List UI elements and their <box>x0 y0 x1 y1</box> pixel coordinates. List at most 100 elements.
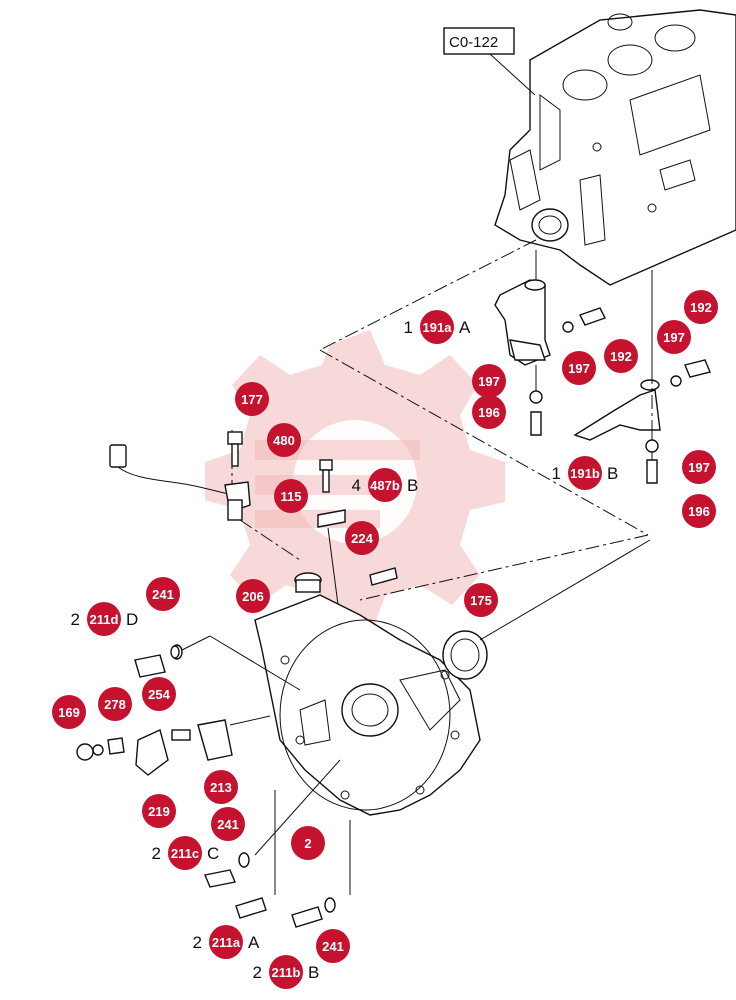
callout-197-b[interactable]: 197 <box>562 351 596 385</box>
callout-278[interactable]: 278 <box>98 687 132 721</box>
callout-prefix: 2 <box>152 844 161 863</box>
callout-badge <box>682 494 716 528</box>
callout-suffix: C <box>207 844 219 863</box>
watermark-logo <box>205 330 505 632</box>
callout-196-a[interactable]: 196 <box>472 395 506 429</box>
callout-badge <box>267 423 301 457</box>
callout-487b[interactable]: 4 487b B <box>352 468 419 502</box>
callout-badge <box>204 770 238 804</box>
callout-suffix: B <box>607 464 618 483</box>
callout-191a[interactable]: 1 191a A <box>404 310 471 344</box>
bracket-fasteners <box>529 307 711 484</box>
callout-number: 206 <box>242 589 264 604</box>
flywheel-housing <box>254 594 481 816</box>
callout-number: 241 <box>217 817 239 832</box>
callout-197-c[interactable]: 197 <box>657 320 691 354</box>
callout-prefix: 2 <box>193 933 202 952</box>
callout-prefix: 4 <box>352 476 361 495</box>
callout-211c[interactable]: 2 211c C <box>152 836 220 870</box>
callout-badge <box>562 351 596 385</box>
callout-badge <box>684 290 718 324</box>
callout-number: 211b <box>272 965 301 980</box>
engine-block <box>494 9 736 286</box>
callout-175[interactable]: 175 <box>464 583 498 617</box>
callout-241-b[interactable]: 241 <box>211 807 245 841</box>
callout-suffix: B <box>308 963 319 982</box>
callout-219[interactable]: 219 <box>142 794 176 828</box>
callout-number: 487b <box>370 478 400 493</box>
callout-213[interactable]: 213 <box>204 770 238 804</box>
callout-number: 196 <box>688 504 710 519</box>
callout-badge <box>142 794 176 828</box>
reference-box-label: C0-122 <box>449 34 498 51</box>
callout-number: 213 <box>210 780 232 795</box>
callout-241-a[interactable]: 241 <box>146 577 180 611</box>
callout-192-top[interactable]: 192 <box>684 290 718 324</box>
callout-badge <box>87 602 121 636</box>
bracket-a <box>494 250 551 390</box>
callout-suffix: B <box>407 476 418 495</box>
callout-badge <box>657 320 691 354</box>
callout-number: 192 <box>610 349 632 364</box>
callout-prefix: 1 <box>552 464 561 483</box>
callout-suffix: A <box>459 318 471 337</box>
callout-211a[interactable]: 2 211a A <box>193 925 260 959</box>
callout-badge <box>52 695 86 729</box>
callout-number: 241 <box>322 939 344 954</box>
bracket-b <box>573 270 661 460</box>
callout-224[interactable]: 224 <box>345 521 379 555</box>
callout-number: 211a <box>212 935 241 950</box>
callout-number: 197 <box>663 330 685 345</box>
callout-number: 177 <box>241 392 263 407</box>
reference-box[interactable]: C0-122 <box>443 27 536 96</box>
callout-badge <box>368 468 402 502</box>
callout-badge <box>472 364 506 398</box>
callout-badge <box>209 925 243 959</box>
callout-number: 115 <box>281 489 302 504</box>
callout-197-d[interactable]: 197 <box>682 450 716 484</box>
callout-254[interactable]: 254 <box>142 677 176 711</box>
callout-number: 191a <box>423 320 453 335</box>
callout-206[interactable]: 206 <box>236 579 270 613</box>
callout-badge <box>211 807 245 841</box>
callout-number: 211c <box>171 846 199 861</box>
callout-192-mid[interactable]: 192 <box>604 339 638 373</box>
callout-prefix: 2 <box>253 963 262 982</box>
callout-197-a[interactable]: 197 <box>472 364 506 398</box>
callout-480[interactable]: 480 <box>267 423 301 457</box>
callout-badge <box>236 579 270 613</box>
callout-number: 224 <box>351 531 373 546</box>
callout-badge <box>168 836 202 870</box>
callout-badge <box>269 955 303 989</box>
callout-number: 480 <box>273 433 295 448</box>
callout-177[interactable]: 177 <box>235 382 269 416</box>
callout-number: 219 <box>148 804 170 819</box>
callout-196-b[interactable]: 196 <box>682 494 716 528</box>
callout-suffix: A <box>248 933 260 952</box>
callout-badge <box>472 395 506 429</box>
callout-241-c[interactable]: 241 <box>316 929 350 963</box>
callout-badge <box>235 382 269 416</box>
callout-prefix: 2 <box>71 610 80 629</box>
left-small-parts <box>76 635 351 928</box>
callout-number: 175 <box>470 593 492 608</box>
callout-number: 192 <box>690 300 712 315</box>
oil-seal <box>442 539 651 680</box>
callout-number: 2 <box>304 836 311 851</box>
callout-number: 241 <box>152 587 174 602</box>
callout-number: 211d <box>90 612 119 627</box>
sensor-cable <box>109 444 251 521</box>
callout-211d[interactable]: 2 211d D <box>71 602 139 636</box>
callout-number: 278 <box>104 697 126 712</box>
callout-2[interactable]: 2 <box>291 826 325 860</box>
callout-number: 197 <box>478 374 500 389</box>
callout-169[interactable]: 169 <box>52 695 86 729</box>
callout-badge <box>345 521 379 555</box>
callout-badge <box>142 677 176 711</box>
callout-prefix: 1 <box>404 318 413 337</box>
callout-suffix: D <box>126 610 138 629</box>
callout-211b[interactable]: 2 211b B <box>253 955 320 989</box>
callout-115[interactable]: 115 <box>274 479 308 513</box>
